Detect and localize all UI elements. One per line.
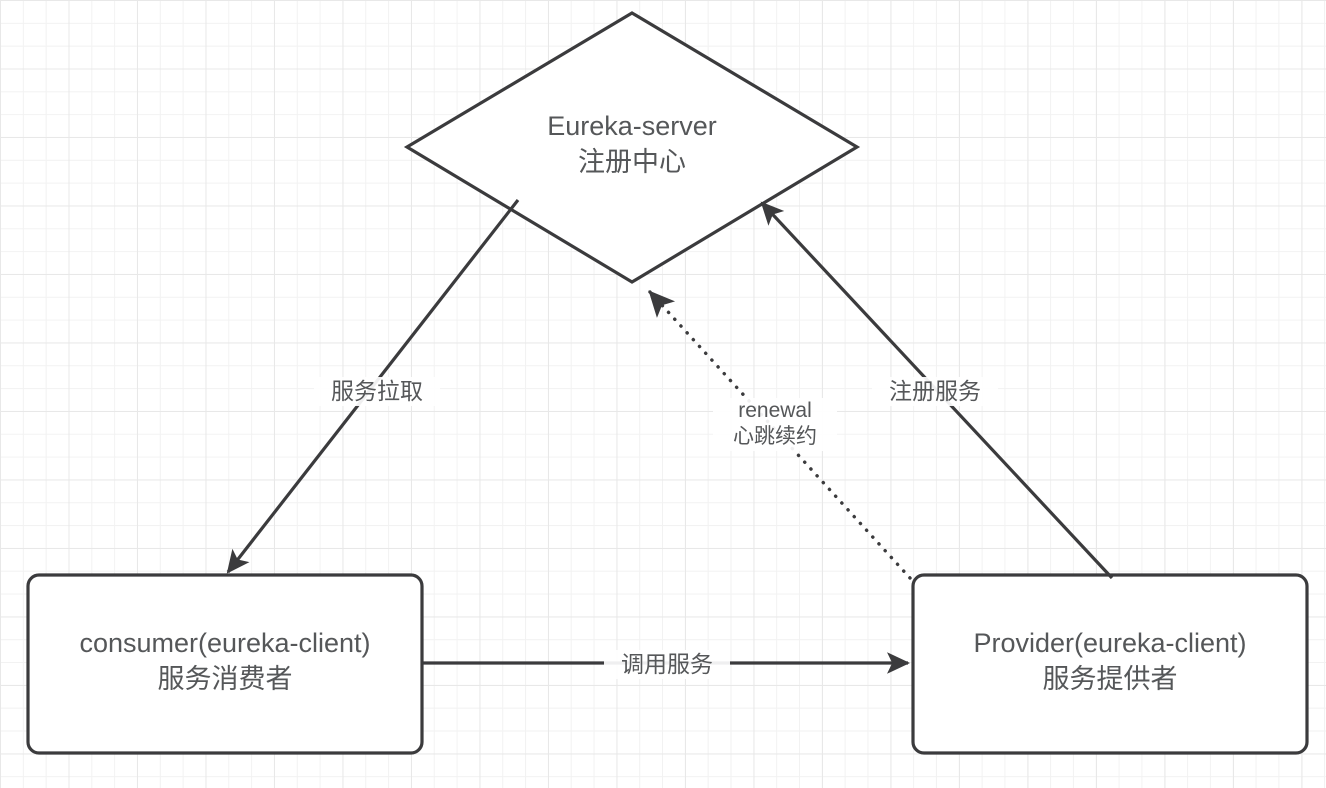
edge-pull-service-text: 服务拉取: [331, 378, 423, 404]
edge-renewal-text-zh: 心跳续约: [733, 425, 817, 449]
node-eureka-server-shape[interactable]: [403, 11, 861, 284]
edge-pull-service-label: 服务拉取: [314, 377, 440, 406]
node-consumer-shape[interactable]: [26, 573, 424, 755]
node-provider-shape[interactable]: [911, 573, 1309, 755]
edge-invoke-service-text: 调用服务: [621, 651, 713, 677]
edge-register-service-label: 注册服务: [872, 377, 998, 406]
edge-renewal-text-en: renewal: [738, 399, 812, 422]
edge-invoke-service-label: 调用服务: [604, 650, 730, 679]
edge-renewal-label: renewal 心跳续约: [713, 398, 837, 451]
edge-register-service-text: 注册服务: [889, 378, 981, 404]
